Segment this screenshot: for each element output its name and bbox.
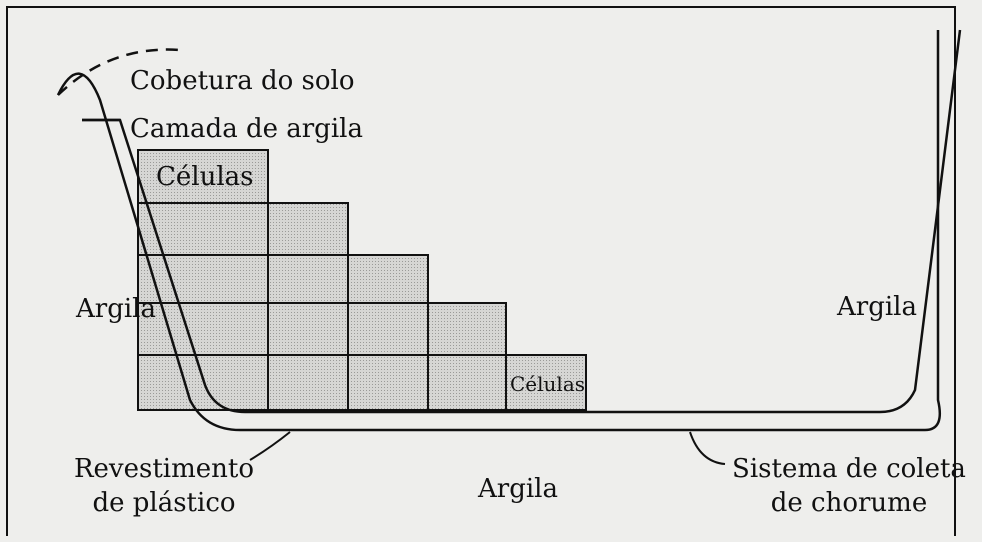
cell-column-5 (505, 354, 587, 411)
cell-column-2 (267, 202, 349, 411)
plastic-liner-line-1: Revestimento (73, 454, 255, 484)
cell-column-1 (137, 149, 269, 411)
clay-layer-label: Camada de argila (130, 114, 363, 144)
cell-blocks (137, 149, 587, 411)
plastic-liner-line-2: de plástico (92, 488, 236, 518)
cell-column-3 (347, 254, 429, 411)
cell-column-4 (427, 302, 507, 411)
leachate-leader (689, 431, 726, 465)
liner-outer-line (56, 30, 942, 432)
leachate-system-line-2: de chorume (770, 488, 928, 518)
plastic-liner-label: Revestimento de plástico (64, 452, 264, 520)
soil-cover-dashed-line (57, 48, 181, 96)
leachate-system-label: Sistema de coleta de chorume (725, 452, 973, 520)
cells-bottom-label: Células (510, 372, 585, 396)
clay-left-label: Argila (76, 294, 156, 324)
clay-right-label: Argila (837, 292, 917, 322)
soil-cover-label: Cobetura do solo (130, 66, 355, 96)
liner-inner-line (82, 29, 962, 414)
clay-bottom-label: Argila (478, 474, 558, 504)
plastic-liner-leader (249, 431, 291, 461)
figure-frame (6, 6, 956, 536)
leachate-system-line-1: Sistema de coleta (732, 454, 966, 484)
cells-top-label: Células (156, 162, 254, 192)
